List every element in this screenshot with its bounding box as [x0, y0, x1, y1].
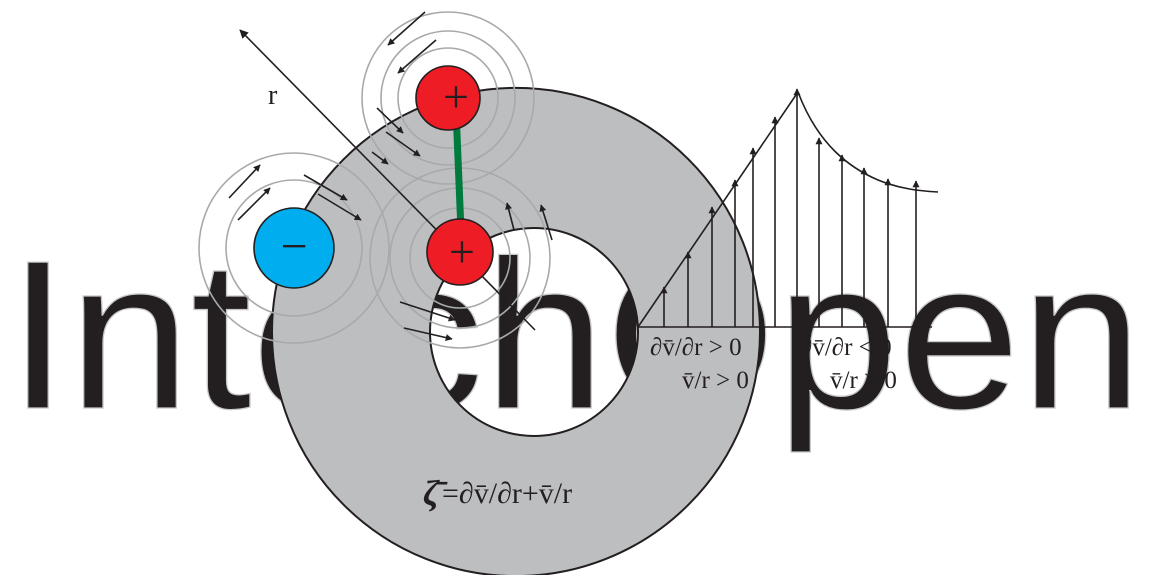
positive-charge-center: +	[426, 218, 494, 286]
profile-stems	[660, 88, 920, 327]
radius-label: r	[268, 80, 278, 111]
radius-line	[239, 29, 536, 331]
watermark-text: IntechOpen	[8, 216, 1143, 453]
charge-sign: −	[280, 220, 307, 273]
circulation-arrows	[228, 11, 553, 342]
negative-charge: −	[253, 207, 335, 289]
right-region-ratio-label: v̄/r > 0	[830, 367, 897, 394]
left-region-ratio-label: v̄/r > 0	[682, 367, 749, 394]
vorticity-formula: =∂v̄/∂r+v̄/r	[442, 477, 572, 510]
charge-sign: +	[443, 71, 469, 122]
profile-falling-curve	[797, 91, 939, 193]
left-region-gradient-label: ∂v̄/∂r > 0	[650, 334, 742, 361]
right-region-gradient-label: ∂v̄/∂r < 0	[800, 334, 892, 361]
charge-sign: +	[449, 226, 475, 277]
positive-charge-top: +	[415, 65, 481, 131]
